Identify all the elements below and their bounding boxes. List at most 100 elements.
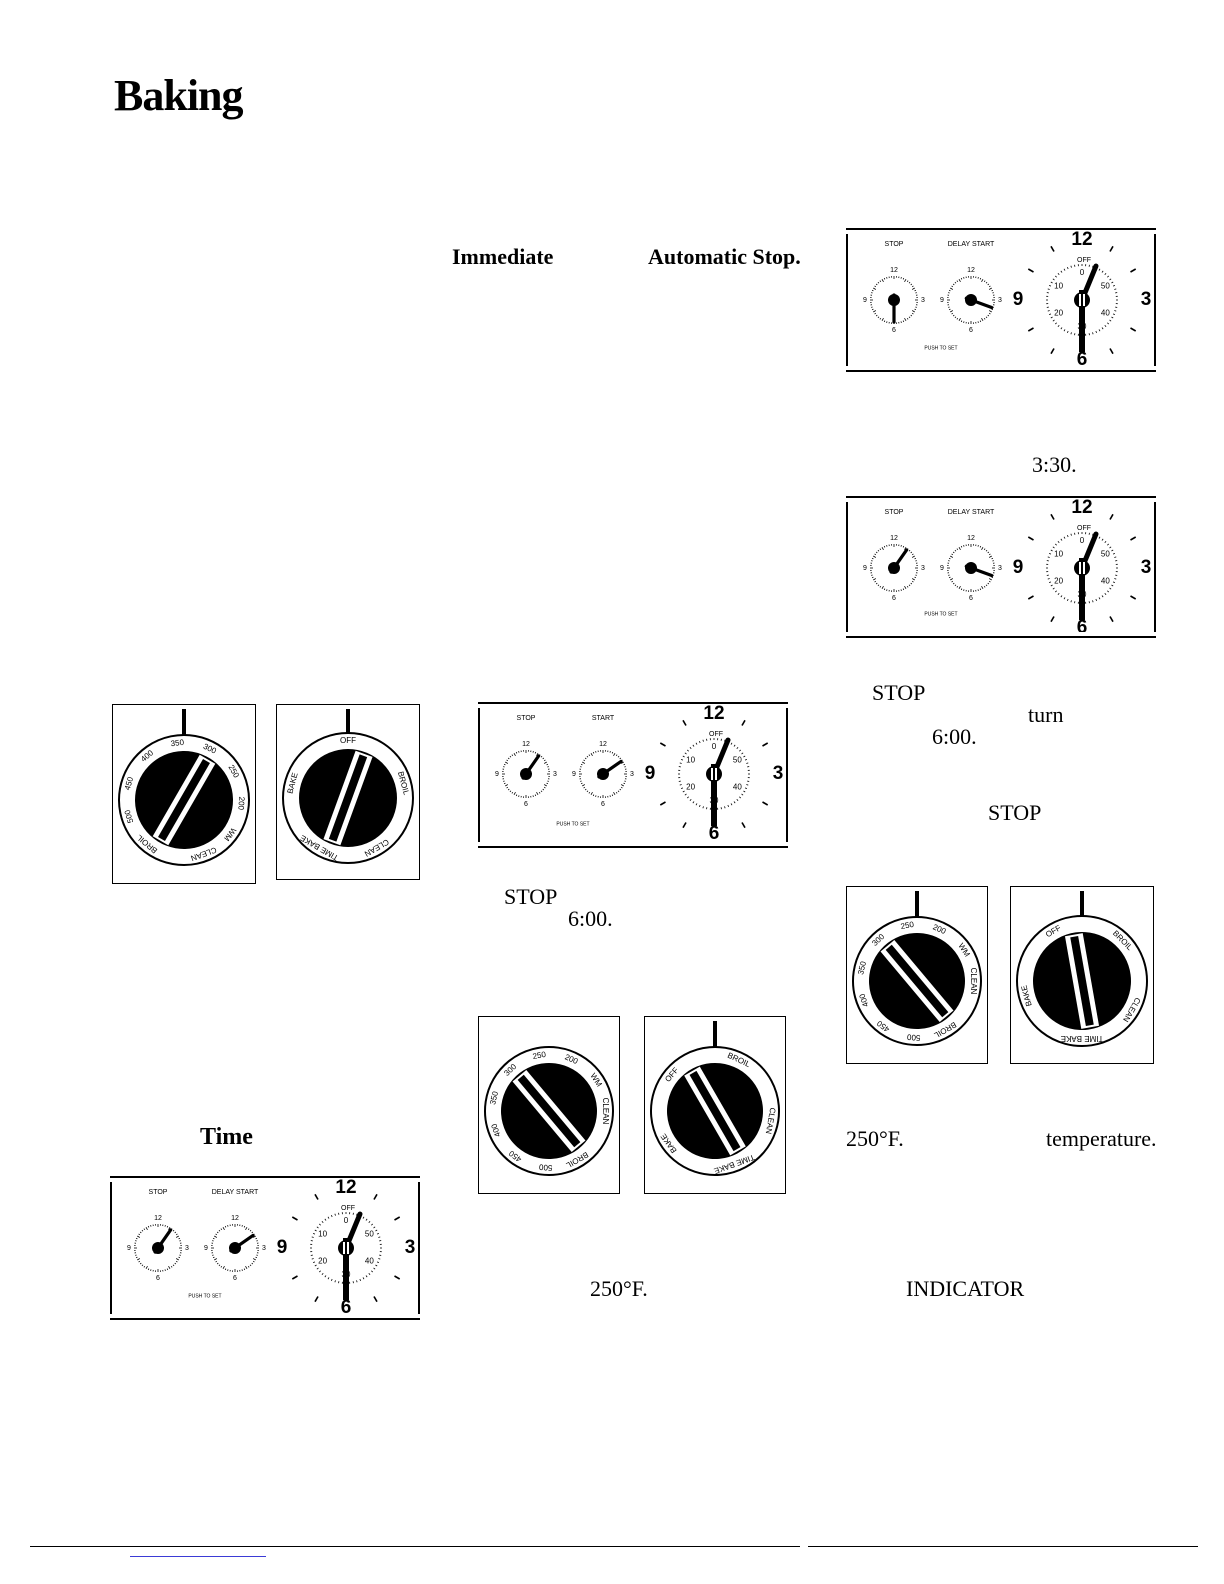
temperature-text: temperature. [1046, 1126, 1157, 1151]
minute-mark-20: 20 [1054, 577, 1063, 586]
clock-number-3: 3 [1141, 289, 1152, 310]
knob-label: OFF [340, 736, 356, 745]
dial-pointer [153, 1228, 173, 1254]
dial-pointer [964, 564, 994, 578]
minute-mark-10: 10 [1054, 550, 1063, 559]
dial-pointer [597, 759, 623, 779]
delay-start-dial-label: DELAY START [212, 1189, 259, 1196]
dial-number-12: 12 [522, 741, 530, 748]
minute-mark-40: 40 [1101, 309, 1110, 318]
clock-number-12: 12 [1071, 230, 1092, 250]
dial-number-3: 3 [630, 771, 634, 778]
minute-hand [1079, 290, 1085, 352]
clock-number-9: 9 [1013, 557, 1024, 578]
temp-250-text-b: 250°F. [590, 1276, 648, 1301]
minute-hand [1079, 558, 1085, 620]
stop-dial-label: STOP [885, 241, 904, 248]
stop-text-3: STOP [504, 884, 558, 909]
clock-number-6: 6 [341, 1297, 352, 1314]
stop-dial-label: STOP [885, 509, 904, 516]
indicator-text: INDICATOR [906, 1276, 1025, 1301]
index-line [915, 891, 919, 929]
panel-side-left [478, 708, 480, 842]
clock-number-6: 6 [709, 823, 720, 842]
main-clock[interactable]: 01020304050OFF12369 [645, 704, 784, 842]
index-line [346, 709, 350, 747]
push-to-set-label: PUSH TO SET [188, 1293, 221, 1299]
dial-number-3: 3 [185, 1245, 189, 1252]
knob-label: 350 [170, 738, 185, 749]
clock-number-12: 12 [335, 1178, 356, 1198]
minute-mark-10: 10 [1054, 282, 1063, 291]
main-clock[interactable]: 01020304050OFF12369 [1013, 498, 1152, 632]
push-to-set-label: PUSH TO SET [556, 821, 589, 827]
dial-number-6: 6 [969, 327, 973, 334]
dial-number-12: 12 [967, 267, 975, 274]
dial-number-12: 12 [967, 535, 975, 542]
dial-number-6: 6 [892, 595, 896, 602]
push-to-set-label: PUSH TO SET [924, 345, 957, 351]
knob-label: 400 [857, 992, 870, 1008]
dial-number-6: 6 [156, 1275, 160, 1282]
footer-rule-left [30, 1546, 800, 1547]
index-line [1080, 891, 1084, 929]
delay-start-dial-label: DELAY START [948, 241, 995, 248]
clock-hub [1074, 560, 1090, 576]
panel-side-right [1154, 234, 1156, 366]
clock-number-9: 9 [277, 1237, 288, 1258]
minute-mark-50: 50 [1101, 550, 1110, 559]
minute-mark-40: 40 [365, 1257, 374, 1266]
clock-number-6: 6 [1077, 349, 1088, 366]
knob-label: 450 [123, 775, 136, 791]
main-clock[interactable]: 01020304050OFF12369 [1013, 230, 1152, 366]
main-clock[interactable]: 01020304050OFF12369 [277, 1178, 416, 1314]
minute-mark-20: 20 [318, 1257, 327, 1266]
minute-mark-50: 50 [733, 756, 742, 765]
panel-side-left [846, 234, 848, 366]
clock-number-9: 9 [645, 763, 656, 784]
knob-label: 250 [900, 920, 915, 931]
delay-start-dial-label: DELAY START [948, 509, 995, 516]
dial-number-9: 9 [863, 297, 867, 304]
knob-label: 400 [489, 1122, 502, 1138]
dial-pointer [964, 296, 994, 310]
immediate-text: Immediate [452, 244, 554, 269]
dial-number-12: 12 [890, 535, 898, 542]
knob-label: 500 [538, 1162, 552, 1172]
minute-mark-0: 0 [344, 1216, 349, 1225]
dial-number-6: 6 [233, 1275, 237, 1282]
minute-hand [711, 764, 717, 826]
off-label: OFF [341, 1205, 355, 1212]
knob-label: 250 [532, 1050, 547, 1061]
dial-number-12: 12 [154, 1215, 162, 1222]
dial-pointer [229, 1233, 255, 1253]
dial-number-6: 6 [601, 801, 605, 808]
clock-number-9: 9 [1013, 289, 1024, 310]
time-heading: Time [200, 1124, 253, 1150]
minute-mark-50: 50 [1101, 282, 1110, 291]
minute-mark-0: 0 [712, 742, 717, 751]
off-label: OFF [1077, 525, 1091, 532]
footer-link-rule [130, 1556, 266, 1557]
dial-number-3: 3 [998, 297, 1002, 304]
minute-mark-20: 20 [686, 783, 695, 792]
